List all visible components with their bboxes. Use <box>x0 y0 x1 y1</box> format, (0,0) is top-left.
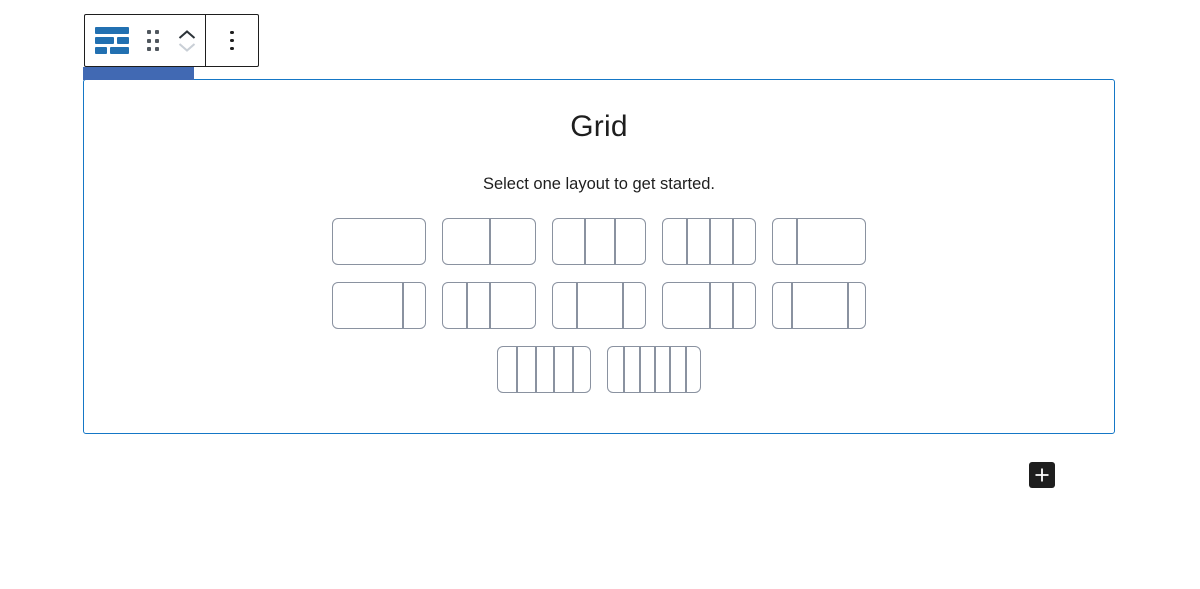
grid-block-icon <box>95 27 129 54</box>
layout-column <box>608 347 623 392</box>
chevron-up-icon <box>178 29 196 39</box>
grid-block-placeholder[interactable]: Grid Select one layout to get started. <box>83 79 1115 434</box>
layout-column <box>773 219 796 264</box>
layout-column <box>638 347 654 392</box>
block-toolbar-more-group <box>205 15 258 66</box>
layout-column <box>622 283 645 328</box>
layout-picker-row <box>332 282 866 329</box>
layout-option-25-25-50[interactable] <box>442 282 536 329</box>
layout-column <box>443 283 466 328</box>
options-button[interactable] <box>230 30 234 51</box>
move-down-button[interactable] <box>177 42 197 53</box>
layout-column <box>571 347 590 392</box>
layout-column <box>663 283 709 328</box>
layout-column <box>791 283 846 328</box>
layout-column <box>686 219 709 264</box>
layout-picker-row <box>332 218 866 265</box>
layout-column <box>663 219 686 264</box>
layout-column <box>614 219 645 264</box>
layout-option-20-60-20[interactable] <box>772 282 866 329</box>
placeholder-instructions: Select one layout to get started. <box>482 175 716 193</box>
drag-handle-icon <box>146 30 151 34</box>
layout-option-25-75[interactable] <box>772 218 866 265</box>
layout-column <box>669 347 684 392</box>
layout-option-50-25-25[interactable] <box>662 282 756 329</box>
layout-column <box>466 283 489 328</box>
layout-column <box>534 347 553 392</box>
layout-option-50-50[interactable] <box>442 218 536 265</box>
layout-option-25-50-25[interactable] <box>552 282 646 329</box>
layout-column <box>773 283 791 328</box>
layout-column <box>623 347 638 392</box>
drag-handle[interactable] <box>146 30 160 51</box>
layout-column <box>402 283 425 328</box>
layout-option-16-16-16-16-16-16[interactable] <box>607 346 701 393</box>
layout-option-20-20-20-20-20[interactable] <box>497 346 591 393</box>
layout-column <box>709 283 732 328</box>
layout-column <box>583 219 615 264</box>
layout-option-33-33-33[interactable] <box>552 218 646 265</box>
layout-column <box>553 347 571 392</box>
layout-column <box>684 347 700 392</box>
chevron-down-icon <box>178 42 196 52</box>
layout-column <box>498 347 516 392</box>
layout-column <box>709 219 732 264</box>
layout-column <box>653 347 669 392</box>
layout-option-100[interactable] <box>332 218 426 265</box>
add-block-button[interactable] <box>1029 462 1055 488</box>
grid-block-type-button[interactable] <box>95 27 129 54</box>
layout-column <box>489 283 535 328</box>
layout-column <box>333 219 425 264</box>
layout-column <box>576 283 622 328</box>
layout-column <box>516 347 534 392</box>
layout-option-75-25[interactable] <box>332 282 426 329</box>
layout-picker-row <box>497 346 701 393</box>
layout-column <box>489 219 535 264</box>
move-up-button[interactable] <box>177 29 197 40</box>
ellipsis-vertical-icon <box>230 30 234 35</box>
layout-column <box>846 283 865 328</box>
layout-column <box>333 283 402 328</box>
layout-column <box>796 219 865 264</box>
block-toolbar-main-group <box>85 15 205 66</box>
layout-picker <box>84 218 1114 393</box>
layout-column <box>732 283 755 328</box>
block-toolbar <box>84 14 259 67</box>
layout-column <box>443 219 489 264</box>
plus-icon <box>1035 468 1049 482</box>
block-label-chip <box>83 66 194 80</box>
placeholder-title: Grid <box>570 110 628 143</box>
layout-option-25-25-25-25[interactable] <box>662 218 756 265</box>
layout-column <box>553 219 584 264</box>
layout-column <box>732 219 755 264</box>
layout-column <box>553 283 576 328</box>
block-movers <box>177 29 197 53</box>
